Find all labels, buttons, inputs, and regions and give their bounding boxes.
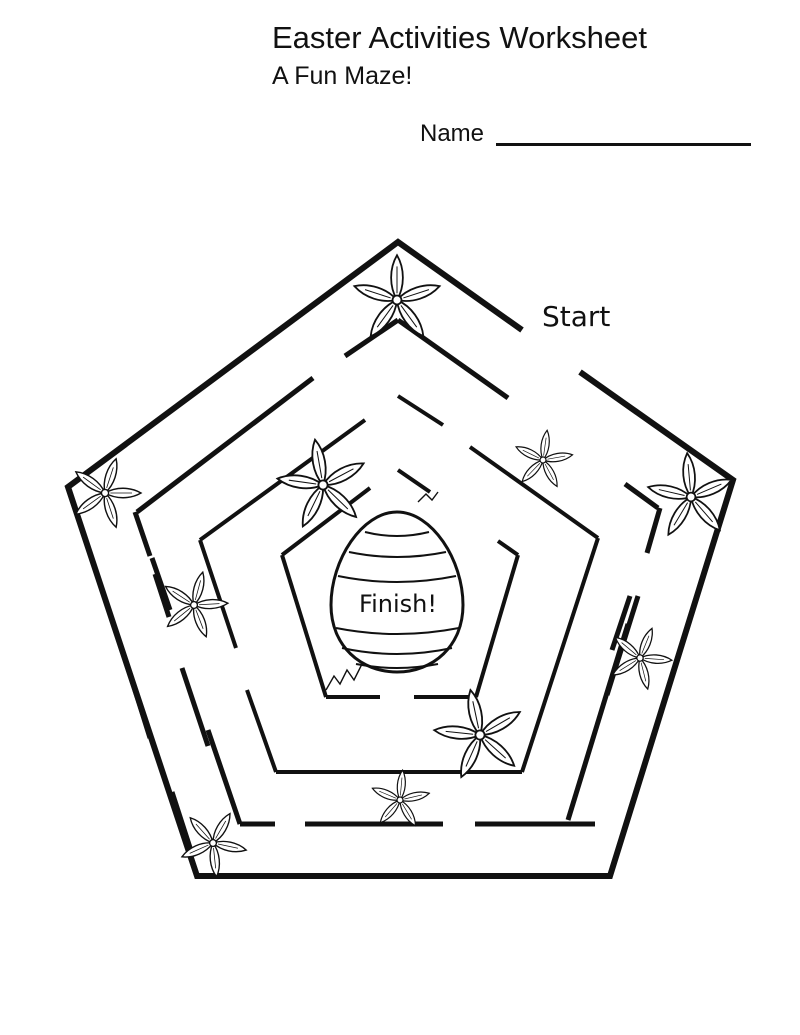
worksheet-title: Easter Activities Worksheet [272, 20, 648, 55]
flower-icon [367, 766, 433, 830]
name-field[interactable] [496, 143, 751, 146]
wall-ring-2 [132, 317, 663, 858]
finish-label: Finish! [359, 590, 437, 618]
flower-icon [269, 430, 376, 534]
wall-ring-4 [280, 468, 520, 699]
worksheet-subtitle: A Fun Maze! [272, 62, 413, 90]
flower-icon [642, 448, 739, 541]
name-label: Name [420, 120, 485, 147]
flower-icon [168, 796, 260, 887]
start-label: Start [542, 300, 610, 333]
outer-wall [64, 238, 737, 879]
easter-egg-icon [325, 491, 465, 691]
